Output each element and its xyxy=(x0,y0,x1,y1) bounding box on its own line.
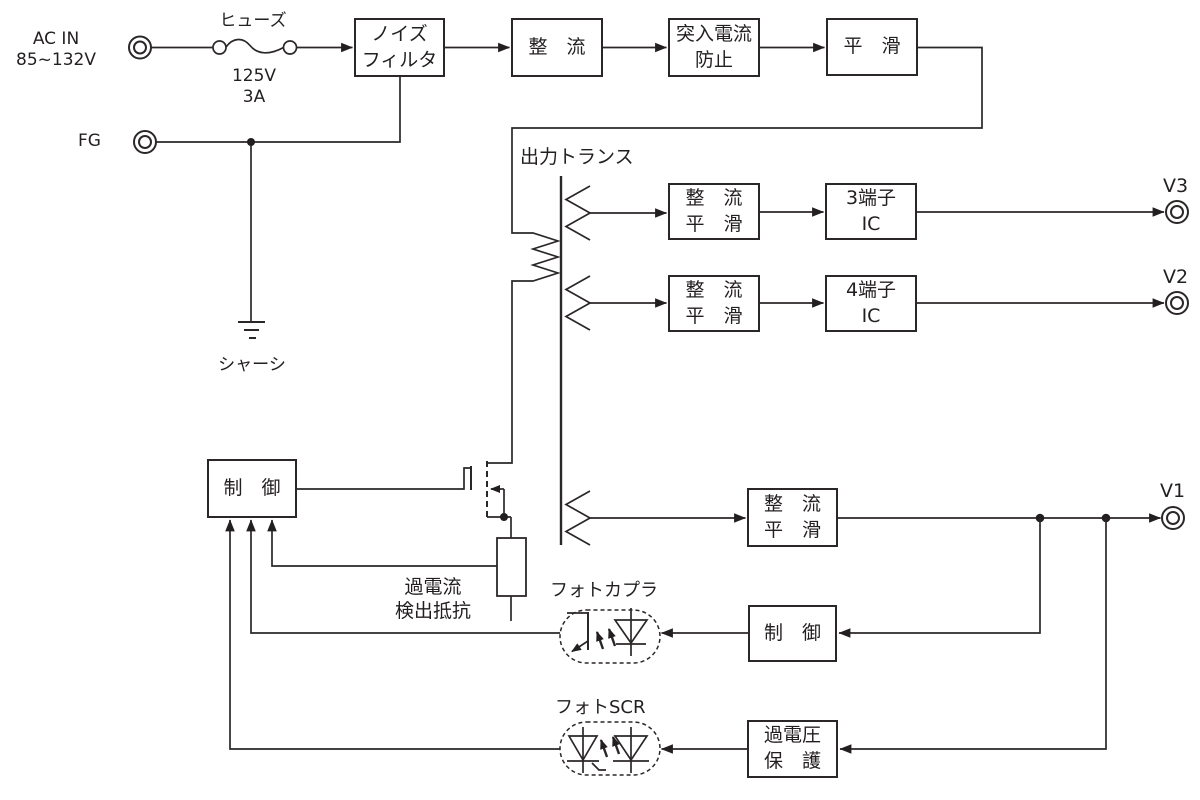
block-rectifier: 整 流 xyxy=(511,18,603,77)
ac-in-label: AC IN 85~132V xyxy=(16,29,96,71)
fg-terminal xyxy=(133,130,157,154)
fuse-symbol xyxy=(212,38,298,55)
block-3-terminal-ic: 3端子 IC xyxy=(825,183,917,240)
secondary-winding-v3 xyxy=(564,185,592,241)
v3-label: V3 xyxy=(1163,175,1189,197)
block-overvoltage-protection: 過電圧 保 護 xyxy=(747,720,838,778)
block-inrush-prevention: 突入電流 防止 xyxy=(668,18,760,77)
fuse-label: ヒューズ xyxy=(219,11,287,31)
v2-terminal xyxy=(1165,291,1189,315)
wire-photocoupler-to-control1 xyxy=(246,519,560,634)
block-control-secondary: 制 御 xyxy=(748,605,837,662)
block-rect-smooth-v2: 整 流 平 滑 xyxy=(668,275,760,332)
block-noise-filter: ノイズ フィルタ xyxy=(354,18,445,77)
block-smoothing: 平 滑 xyxy=(826,18,918,76)
v1-terminal xyxy=(1161,506,1185,530)
secondary-winding-v2 xyxy=(564,275,592,331)
secondary-winding-v1 xyxy=(564,490,592,546)
photo-scr-icon xyxy=(559,721,661,776)
wire-photoscr-to-control1 xyxy=(225,519,560,750)
wire-primary-circuit xyxy=(487,46,983,464)
chassis-ground-icon xyxy=(238,321,265,339)
chassis-label: シャーシ xyxy=(218,355,286,375)
junction-dot xyxy=(247,138,255,146)
v1-output-rail xyxy=(838,513,1162,523)
current-sense-resistor-symbol xyxy=(496,537,527,621)
v2-label: V2 xyxy=(1163,266,1189,288)
v3-terminal xyxy=(1165,200,1189,224)
block-4-terminal-ic: 4端子 IC xyxy=(825,275,917,332)
output-transformer-label: 出力トランス xyxy=(520,146,634,168)
wire-current-sense-to-control1 xyxy=(267,519,497,567)
mosfet-symbol xyxy=(297,461,512,538)
block-rect-smooth-v3: 整 流 平 滑 xyxy=(668,183,760,240)
wire-v1-to-ovp xyxy=(839,518,1107,754)
block-control-primary: 制 御 xyxy=(207,459,297,518)
photo-scr-label: フォトSCR xyxy=(555,697,646,718)
photocoupler-label: フォトカプラ xyxy=(550,580,658,601)
wire-v1-to-control2 xyxy=(838,518,1041,638)
ac-in-terminal xyxy=(128,35,152,60)
wire-control1-to-gate xyxy=(297,467,470,490)
fuse-rating-label: 125V 3A xyxy=(231,66,277,108)
photocoupler-icon xyxy=(559,608,661,664)
junction-dot xyxy=(500,513,508,521)
fg-label: FG xyxy=(78,131,101,151)
v1-label: V1 xyxy=(1160,480,1186,502)
overcurrent-resistor-label: 過電流 検出抵抗 xyxy=(394,576,471,622)
fg-ground-wiring xyxy=(156,77,401,339)
block-rect-smooth-v1: 整 流 平 滑 xyxy=(747,488,838,547)
